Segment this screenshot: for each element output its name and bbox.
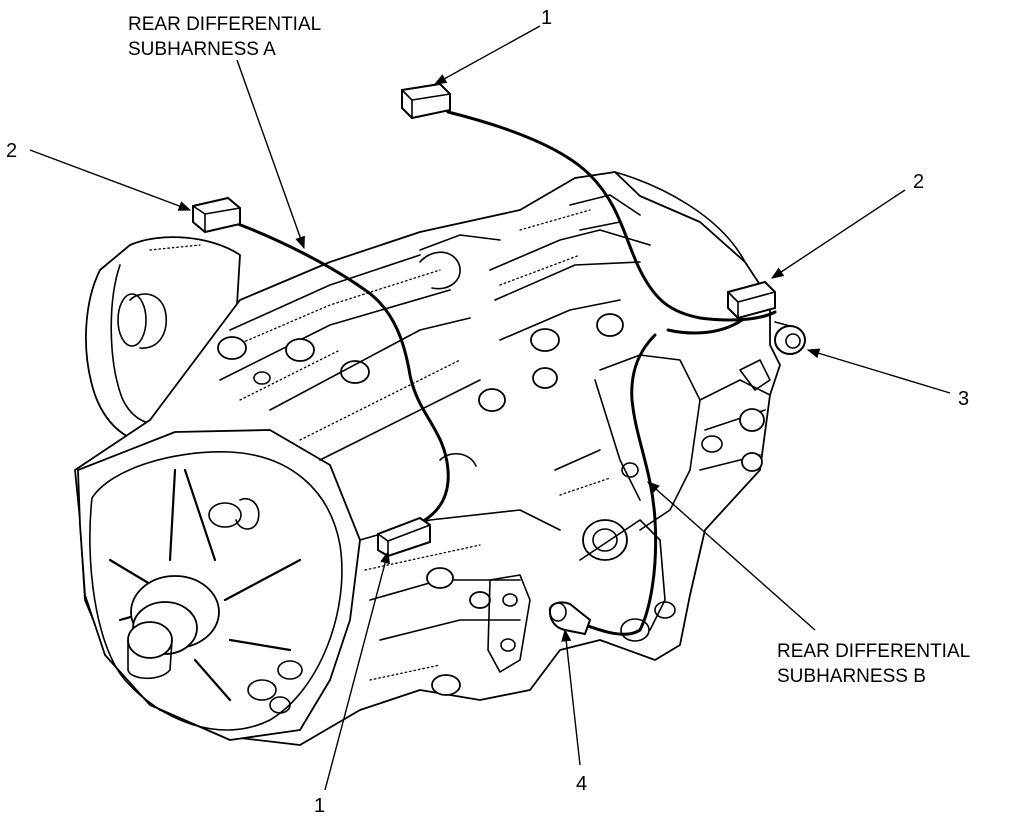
subharness-a	[192, 196, 450, 558]
subharness-a-wire	[236, 222, 450, 522]
harness-a-label-line2: SUBHARNESS A	[128, 39, 276, 60]
callout-2-right: 2	[913, 171, 924, 193]
callout-1-top: 1	[541, 7, 552, 29]
harness-a-label: REAR DIFFERENTIAL SUBHARNESS A	[128, 14, 321, 60]
harness-a-label-line1: REAR DIFFERENTIAL	[128, 14, 321, 35]
leader-lines	[29, 25, 951, 791]
connector-2-left	[192, 196, 241, 234]
callout-2-left: 2	[6, 140, 17, 162]
callout-3: 3	[958, 388, 969, 410]
callout-4: 4	[576, 773, 587, 795]
harness-b-label-line1: REAR DIFFERENTIAL	[777, 641, 970, 662]
harness-b-label-line2: SUBHARNESS B	[777, 666, 926, 687]
subharness-b	[401, 82, 806, 636]
sensor-3	[774, 321, 806, 355]
connector-1-lower	[377, 516, 431, 558]
harness-b-label: REAR DIFFERENTIAL SUBHARNESS B	[777, 641, 970, 687]
connector-1-top	[401, 82, 451, 120]
connector-2-right	[727, 280, 776, 320]
subharness-b-wire	[446, 110, 777, 322]
callout-1-bottom: 1	[314, 795, 325, 817]
connector-4	[548, 601, 592, 636]
differential-housing	[74, 171, 781, 746]
